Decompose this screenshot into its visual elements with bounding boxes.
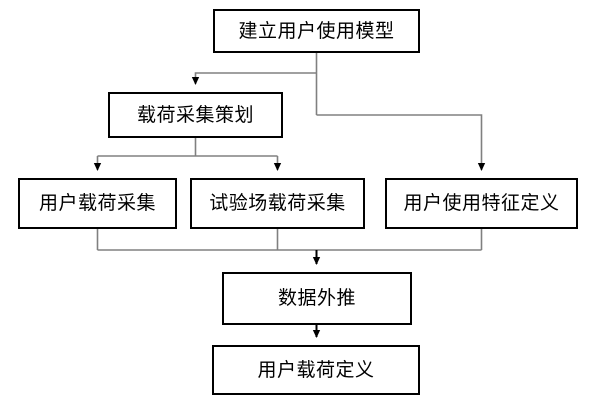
node-build-user-usage-model[interactable]: 建立用户使用模型: [213, 9, 420, 53]
node-user-load-definition[interactable]: 用户载荷定义: [212, 345, 420, 395]
node-label: 用户使用特征定义: [403, 192, 560, 214]
edge-model-to-planning: [191, 72, 317, 85]
edge-model-to-feature: [316, 114, 486, 171]
node-user-usage-feature-definition[interactable]: 用户使用特征定义: [385, 178, 578, 229]
node-data-extrapolation[interactable]: 数据外推: [222, 272, 412, 325]
node-label: 建立用户使用模型: [238, 19, 395, 42]
node-label: 数据外推: [277, 287, 356, 309]
node-label: 载荷采集策划: [136, 103, 254, 126]
node-load-collection-planning[interactable]: 载荷采集策划: [108, 92, 283, 138]
node-label: 用户载荷采集: [38, 192, 156, 214]
node-user-load-collection[interactable]: 用户载荷采集: [18, 178, 177, 229]
node-proving-ground-load-collection[interactable]: 试验场载荷采集: [190, 178, 365, 229]
node-label: 用户载荷定义: [257, 358, 375, 381]
node-label: 试验场载荷采集: [209, 192, 346, 214]
